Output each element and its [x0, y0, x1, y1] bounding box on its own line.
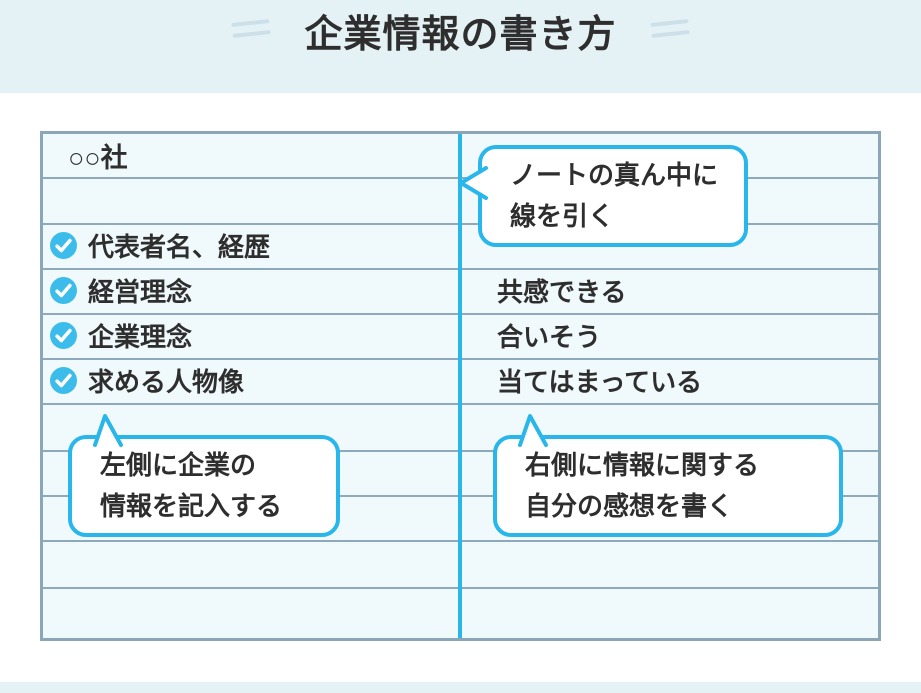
- callout-text-line2: 情報を記入する: [100, 491, 283, 521]
- bubble-tail-up-icon: [518, 414, 548, 447]
- impression-item: 当てはまっている: [497, 358, 877, 403]
- impression-item: 合いそう: [497, 313, 877, 358]
- callout-text-line2: 自分の感想を書く: [525, 491, 734, 521]
- check-icon: [50, 367, 77, 394]
- impression-item-label: 当てはまっている: [497, 367, 703, 397]
- checklist-item: 経営理念: [50, 268, 450, 313]
- center-divider-line: [458, 134, 462, 638]
- check-icon: [50, 322, 77, 349]
- bubble-tail-left-icon: [459, 166, 488, 200]
- check-icon: [50, 232, 77, 259]
- checklist-item-label: 経営理念: [88, 277, 193, 307]
- callout-text-line1: 右側に情報に関する: [525, 450, 760, 480]
- callout-center-line: ノートの真ん中に 線を引く: [459, 145, 748, 247]
- title-row: 企業情報の書き方: [0, 0, 921, 60]
- company-name-row: ○○社: [68, 143, 128, 173]
- checklist-item-label: 求める人物像: [88, 367, 245, 397]
- impression-item: 共感できる: [497, 268, 877, 313]
- check-icon: [50, 277, 77, 304]
- impression-item-label: 合いそう: [497, 322, 602, 352]
- checklist-item: 代表者名、経歴: [50, 223, 450, 268]
- checklist-item-label: 代表者名、経歴: [88, 232, 271, 262]
- checklist-item: 求める人物像: [50, 358, 450, 403]
- checklist-item: 企業理念: [50, 313, 450, 358]
- impression-item-label: 共感できる: [497, 277, 627, 307]
- page-title: 企業情報の書き方: [304, 13, 617, 56]
- header-band: [0, 0, 921, 93]
- notebook-table: ○○社 代表者名、経歴: [40, 131, 881, 641]
- right-items-list: 共感できる 合いそう 当てはまっている: [497, 268, 877, 403]
- bubble-tail-up-icon: [93, 414, 123, 447]
- callout-text-line2: 線を引く: [510, 201, 615, 231]
- callout-left-column: 左側に企業の 情報を記入する: [68, 414, 340, 537]
- callout-right-column: 右側に情報に関する 自分の感想を書く: [493, 414, 843, 537]
- footer-band: [0, 682, 921, 693]
- title-decoration-right-icon: [649, 18, 690, 38]
- left-items-list: 代表者名、経歴 経営理念: [50, 223, 450, 403]
- callout-text-line1: ノートの真ん中に: [510, 160, 719, 190]
- title-decoration-left-icon: [231, 18, 272, 38]
- callout-text-line1: 左側に企業の: [100, 450, 257, 480]
- checklist-item-label: 企業理念: [88, 322, 193, 352]
